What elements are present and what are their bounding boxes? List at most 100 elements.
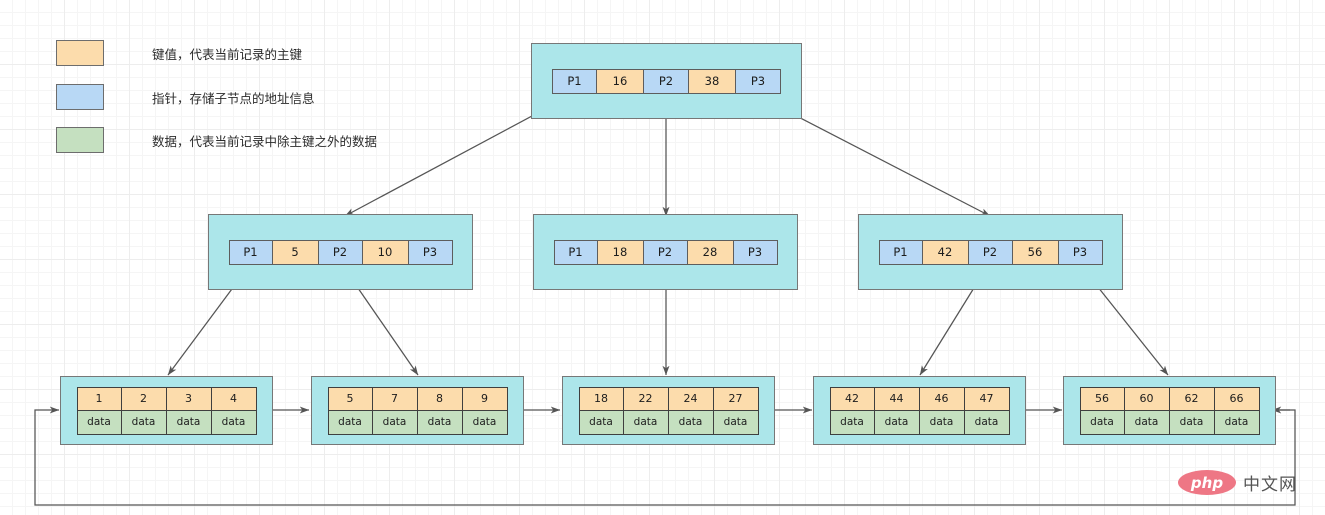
legend-label-data: 数据，代表当前记录中除主键之外的数据 <box>152 133 378 149</box>
data-swatch <box>56 127 104 153</box>
leaf-4-grid: 42 44 46 47 data data data data <box>829 386 1010 435</box>
leaf-4-data-3[interactable]: data <box>964 410 1010 435</box>
internal-1-key-5[interactable]: 5 <box>272 239 319 265</box>
leaf-4-key-row: 42 44 46 47 <box>829 386 1010 411</box>
leaf-4-data-row: data data data data <box>829 410 1010 435</box>
leaf-1-grid: 1 2 3 4 data data data data <box>76 386 257 435</box>
leaf-1-data-row: data data data data <box>76 410 257 435</box>
leaf-3-key-1[interactable]: 22 <box>623 386 669 411</box>
leaf-1-data-1[interactable]: data <box>121 410 167 435</box>
leaf-1-data-3[interactable]: data <box>211 410 257 435</box>
internal-2-pointer-p3[interactable]: P3 <box>733 239 778 265</box>
root-pointer-p1[interactable]: P1 <box>552 68 597 94</box>
internal-3-pointer-p3[interactable]: P3 <box>1058 239 1103 265</box>
leaf-5-key-3[interactable]: 66 <box>1214 386 1260 411</box>
leaf-2-data-3[interactable]: data <box>462 410 508 435</box>
leaf-1-key-2[interactable]: 3 <box>166 386 212 411</box>
internal-3-key-42[interactable]: 42 <box>922 239 969 265</box>
root-pointer-p2[interactable]: P2 <box>644 68 689 94</box>
internal-2-key-28[interactable]: 28 <box>687 239 734 265</box>
leaf-5-data-0[interactable]: data <box>1079 410 1125 435</box>
leaf-node-3[interactable]: 18 22 24 27 data data data data <box>562 376 775 445</box>
leaf-node-1[interactable]: 1 2 3 4 data data data data <box>60 376 273 445</box>
leaf-2-key-1[interactable]: 7 <box>372 386 418 411</box>
leaf-2-key-3[interactable]: 9 <box>462 386 508 411</box>
watermark-text: 中文网 <box>1243 475 1297 495</box>
root-node[interactable]: P1 16 P2 38 P3 <box>531 43 802 119</box>
internal-2-pointer-p1[interactable]: P1 <box>553 239 598 265</box>
leaf-3-data-2[interactable]: data <box>668 410 714 435</box>
leaf-1-key-0[interactable]: 1 <box>76 386 122 411</box>
leaf-node-5[interactable]: 56 60 62 66 data data data data <box>1063 376 1276 445</box>
leaf-4-key-3[interactable]: 47 <box>964 386 1010 411</box>
leaf-5-data-2[interactable]: data <box>1169 410 1215 435</box>
leaf-1-key-row: 1 2 3 4 <box>76 386 257 411</box>
root-pointer-p3[interactable]: P3 <box>736 68 781 94</box>
legend-item-pointer: 指针，存储子节点的地址信息 <box>56 84 315 110</box>
leaf-3-data-3[interactable]: data <box>713 410 759 435</box>
internal-1-pointer-p2[interactable]: P2 <box>318 239 363 265</box>
leaf-3-key-2[interactable]: 24 <box>668 386 714 411</box>
pointer-swatch <box>56 84 104 110</box>
leaf-3-key-3[interactable]: 27 <box>713 386 759 411</box>
leaf-4-key-1[interactable]: 44 <box>874 386 920 411</box>
leaf-4-data-2[interactable]: data <box>919 410 965 435</box>
leaf-1-key-1[interactable]: 2 <box>121 386 167 411</box>
internal-2-pointer-p2[interactable]: P2 <box>643 239 688 265</box>
php-logo-icon: php <box>1178 470 1236 495</box>
leaf-3-grid: 18 22 24 27 data data data data <box>578 386 759 435</box>
key-swatch <box>56 40 104 66</box>
leaf-3-key-0[interactable]: 18 <box>578 386 624 411</box>
internal-1-pointer-p3[interactable]: P3 <box>408 239 453 265</box>
leaf-2-data-2[interactable]: data <box>417 410 463 435</box>
leaf-node-2[interactable]: 5 7 8 9 data data data data <box>311 376 524 445</box>
leaf-3-key-row: 18 22 24 27 <box>578 386 759 411</box>
internal-1-key-10[interactable]: 10 <box>362 239 409 265</box>
leaf-node-4[interactable]: 42 44 46 47 data data data data <box>813 376 1026 445</box>
leaf-3-data-0[interactable]: data <box>578 410 624 435</box>
leaf-1-data-0[interactable]: data <box>76 410 122 435</box>
internal-1-cell-row: P1 5 P2 10 P3 <box>228 239 453 265</box>
leaf-5-key-0[interactable]: 56 <box>1079 386 1125 411</box>
root-cell-row: P1 16 P2 38 P3 <box>552 68 781 94</box>
internal-3-pointer-p1[interactable]: P1 <box>878 239 923 265</box>
leaf-2-key-2[interactable]: 8 <box>417 386 463 411</box>
leaf-5-data-1[interactable]: data <box>1124 410 1170 435</box>
legend-label-key: 键值，代表当前记录的主键 <box>152 46 303 62</box>
leaf-2-data-row: data data data data <box>327 410 508 435</box>
legend-label-pointer: 指针，存储子节点的地址信息 <box>152 90 315 106</box>
internal-2-cell-row: P1 18 P2 28 P3 <box>553 239 778 265</box>
internal-node-3[interactable]: P1 42 P2 56 P3 <box>858 214 1123 290</box>
internal-node-1[interactable]: P1 5 P2 10 P3 <box>208 214 473 290</box>
internal-3-key-56[interactable]: 56 <box>1012 239 1059 265</box>
leaf-2-key-row: 5 7 8 9 <box>327 386 508 411</box>
legend-item-key: 键值，代表当前记录的主键 <box>56 40 302 66</box>
legend-item-data: 数据，代表当前记录中除主键之外的数据 <box>56 127 377 153</box>
leaf-2-grid: 5 7 8 9 data data data data <box>327 386 508 435</box>
leaf-5-key-1[interactable]: 60 <box>1124 386 1170 411</box>
leaf-1-data-2[interactable]: data <box>166 410 212 435</box>
leaf-5-grid: 56 60 62 66 data data data data <box>1079 386 1260 435</box>
internal-1-pointer-p1[interactable]: P1 <box>228 239 273 265</box>
internal-3-pointer-p2[interactable]: P2 <box>968 239 1013 265</box>
leaf-4-data-1[interactable]: data <box>874 410 920 435</box>
internal-3-cell-row: P1 42 P2 56 P3 <box>878 239 1103 265</box>
root-key-38[interactable]: 38 <box>689 68 736 94</box>
leaf-5-key-row: 56 60 62 66 <box>1079 386 1260 411</box>
leaf-4-data-0[interactable]: data <box>829 410 875 435</box>
internal-2-key-18[interactable]: 18 <box>597 239 644 265</box>
internal-node-2[interactable]: P1 18 P2 28 P3 <box>533 214 798 290</box>
leaf-5-data-row: data data data data <box>1079 410 1260 435</box>
root-key-16[interactable]: 16 <box>597 68 644 94</box>
leaf-2-data-1[interactable]: data <box>372 410 418 435</box>
leaf-2-data-0[interactable]: data <box>327 410 373 435</box>
leaf-5-key-2[interactable]: 62 <box>1169 386 1215 411</box>
watermark: php 中文网 <box>1178 470 1297 495</box>
leaf-4-key-0[interactable]: 42 <box>829 386 875 411</box>
leaf-5-data-3[interactable]: data <box>1214 410 1260 435</box>
leaf-3-data-1[interactable]: data <box>623 410 669 435</box>
leaf-4-key-2[interactable]: 46 <box>919 386 965 411</box>
leaf-2-key-0[interactable]: 5 <box>327 386 373 411</box>
leaf-1-key-3[interactable]: 4 <box>211 386 257 411</box>
